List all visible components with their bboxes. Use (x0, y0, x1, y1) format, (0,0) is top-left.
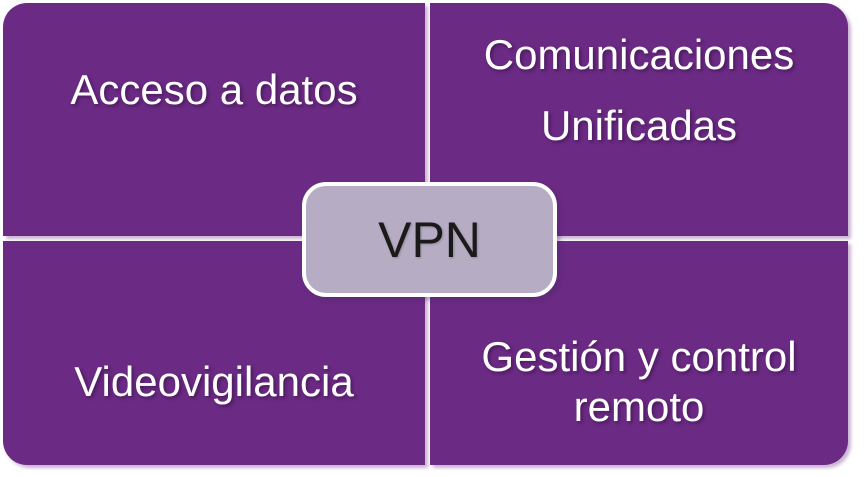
label-line: Unificadas (540, 101, 738, 149)
quadrant-label: Acceso a datos (70, 65, 357, 115)
label-line: Videovigilancia (74, 357, 354, 405)
vpn-center-node: VPN (302, 182, 557, 297)
quadrant-acceso-a-datos: Acceso a datos (3, 3, 425, 236)
quadrant-label: Videovigilancia (74, 357, 353, 407)
label-line: Comunicaciones (483, 31, 795, 79)
label-line: remoto (573, 383, 705, 430)
center-node-label: VPN (378, 211, 481, 268)
label-line: Gestión y control (481, 332, 797, 380)
quadrant-label: Gestión y control remoto (481, 332, 796, 433)
quadrant-videovigilancia: Videovigilancia (3, 241, 425, 465)
label-line: Acceso a datos (70, 66, 358, 114)
quadrant-label: Comunicaciones Unificadas (484, 30, 795, 151)
quadrant-comunicaciones-unificadas: Comunicaciones Unificadas (430, 3, 848, 236)
